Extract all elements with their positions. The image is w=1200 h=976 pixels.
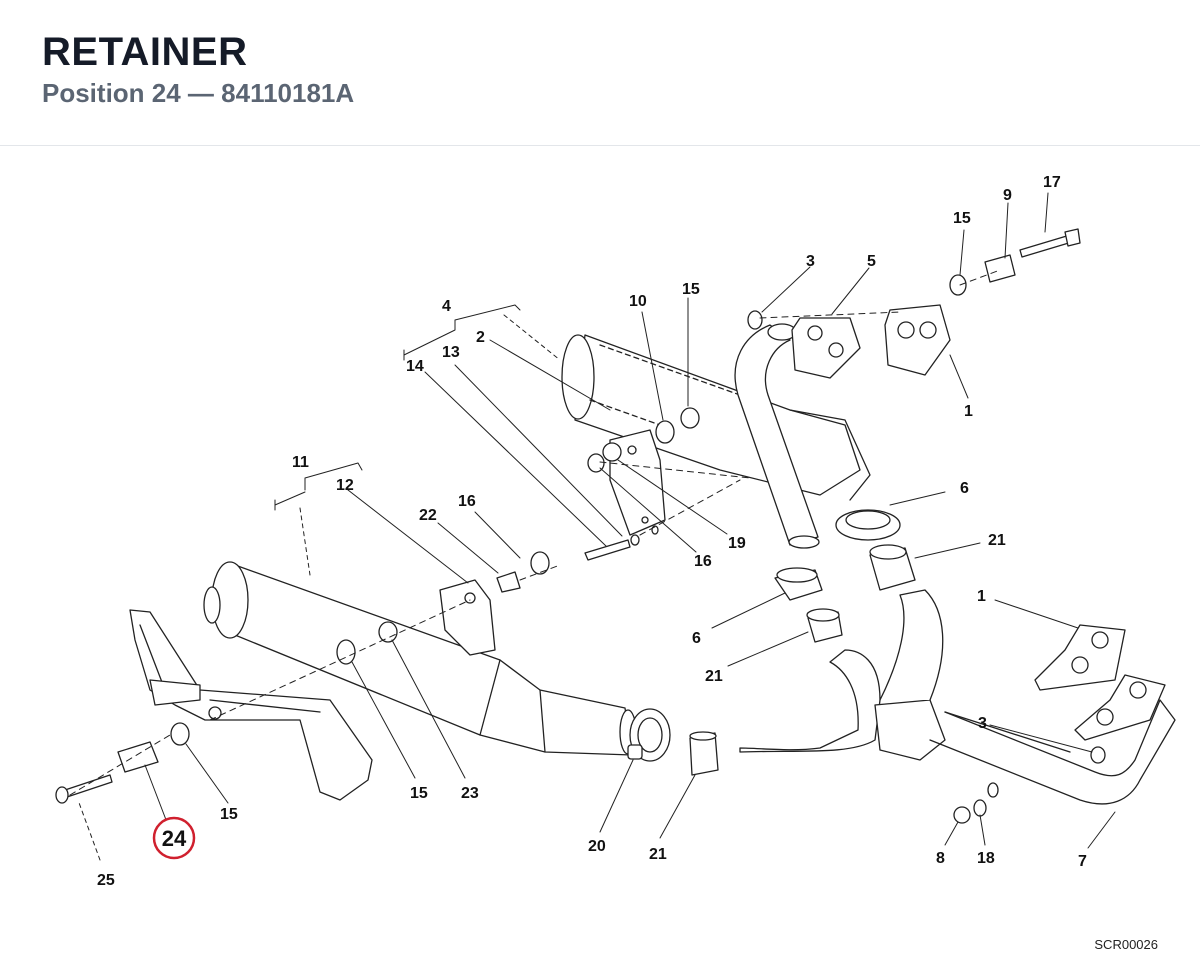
flange-lower-2: [1074, 674, 1166, 741]
callout-21: 21: [705, 668, 723, 685]
highlighted-callout: 24: [152, 816, 196, 860]
rear-headpipe: [734, 323, 820, 549]
clamp-20: [627, 708, 671, 762]
drawing-code: SCR00026: [1094, 937, 1158, 952]
callout-15: 15: [682, 281, 700, 298]
leader-lines: [77, 192, 1116, 861]
lower-bracket: [439, 579, 496, 656]
callout-15: 15: [410, 785, 428, 802]
callout-6: 6: [692, 630, 701, 647]
front-headpipe-y-assembly: [739, 589, 1176, 805]
upper-bracket: [609, 429, 666, 536]
clamp-upper: [835, 509, 901, 541]
callout-4: 4: [442, 298, 451, 315]
callout-17: 17: [1043, 174, 1061, 191]
callout-21: 21: [988, 532, 1006, 549]
page-header: RETAINER Position 24 — 84110181A: [0, 0, 1200, 146]
callout-16: 16: [458, 493, 476, 510]
flange-upper-right: [884, 304, 951, 376]
callout-23: 23: [461, 785, 479, 802]
highlight-ring: [152, 816, 196, 860]
flange-upper-left: [791, 317, 861, 379]
sleeve-upper: [869, 544, 916, 591]
flange-lower-1: [1034, 624, 1126, 691]
page-title: RETAINER: [42, 30, 248, 74]
page-subtitle: Position 24 — 84110181A: [42, 78, 355, 108]
callout-25: 25: [97, 872, 115, 889]
callout-labels: 17 9 15 3 5 10 15 4 2 13 14 1 11 12 16 2…: [97, 174, 1087, 889]
lower-silencer: [203, 561, 637, 756]
callout-11: 11: [292, 454, 309, 471]
callout-7: 7: [1078, 853, 1087, 870]
callout-2: 2: [476, 329, 485, 346]
group-bracket-11: [274, 462, 363, 576]
callout-3: 3: [806, 253, 815, 270]
callout-10: 10: [629, 293, 647, 310]
callout-14: 14: [406, 358, 424, 375]
highlight-number: 24: [162, 826, 187, 851]
sleeve-lower: [689, 731, 719, 776]
hardware-set: [55, 228, 1106, 824]
callout-19: 19: [728, 535, 746, 552]
clamp-lower: [774, 567, 823, 601]
callout-5: 5: [867, 253, 876, 270]
callout-22: 22: [419, 507, 437, 524]
group-bracket-4: [403, 304, 561, 361]
assembly-axes: [69, 269, 1001, 796]
exploded-parts-diagram: 17 9 15 3 5 10 15 4 2 13 14 1 11 12 16 2…: [0, 146, 1200, 976]
callout-1: 1: [964, 403, 973, 420]
callout-16: 16: [694, 553, 712, 570]
callout-12: 12: [336, 477, 354, 494]
callout-18: 18: [977, 850, 995, 867]
sleeve-middle: [806, 608, 843, 643]
heel-guard-bracket: [129, 609, 373, 801]
callout-8: 8: [936, 850, 945, 867]
callout-15: 15: [220, 806, 238, 823]
callout-15: 15: [953, 210, 971, 227]
callout-13: 13: [442, 344, 460, 361]
callout-6: 6: [960, 480, 969, 497]
callout-1: 1: [977, 588, 986, 605]
callout-9: 9: [1003, 187, 1012, 204]
callout-20: 20: [588, 838, 606, 855]
callout-21: 21: [649, 846, 667, 863]
callout-3: 3: [978, 715, 987, 732]
